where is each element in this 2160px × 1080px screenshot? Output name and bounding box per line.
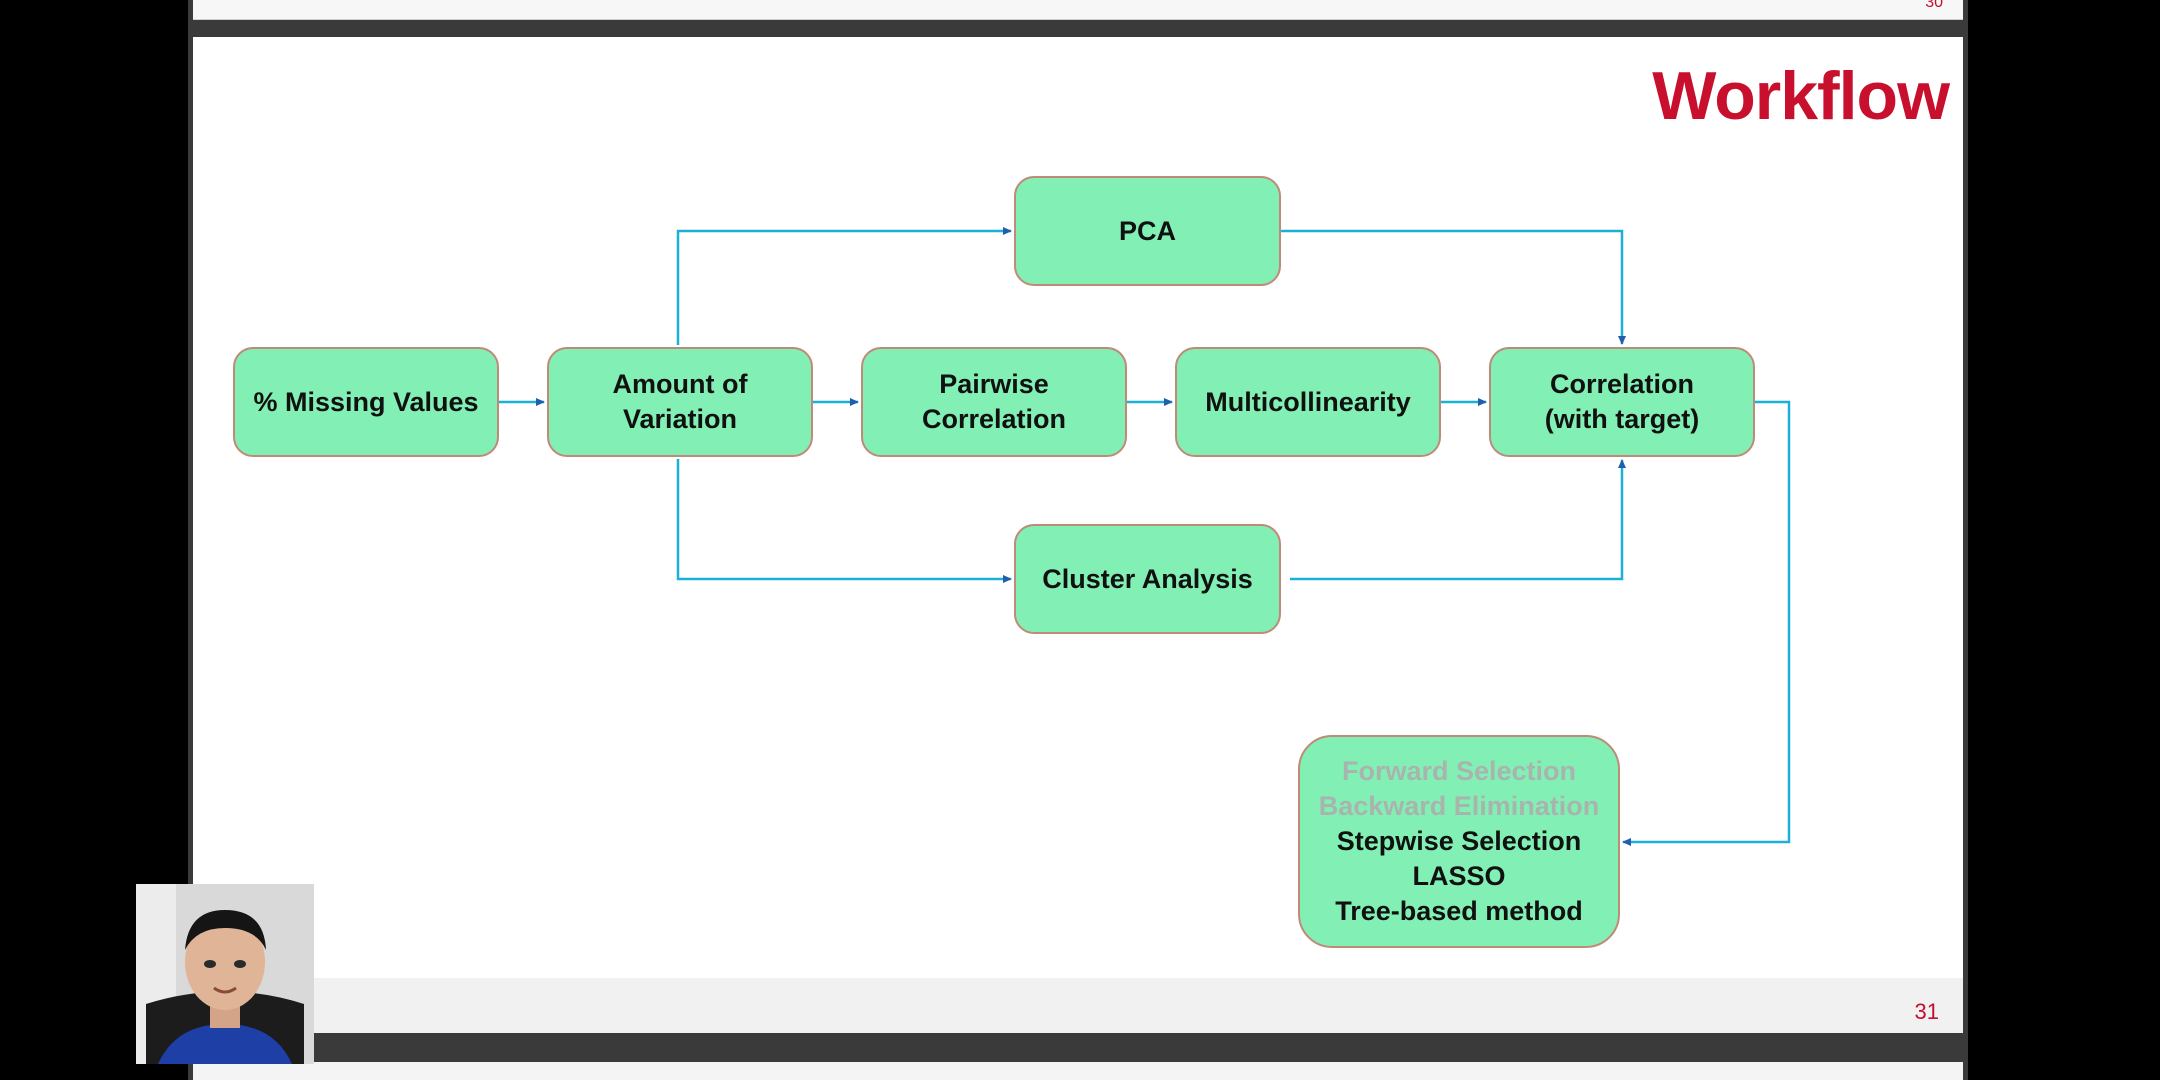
node-pairwise-correlation: Pairwise Correlation: [861, 347, 1127, 457]
previous-slide-number: 30: [1925, 0, 1943, 11]
node-cluster-analysis: Cluster Analysis: [1014, 524, 1281, 634]
method-forward-selection: Forward Selection: [1341, 756, 1577, 786]
next-slide-thumbnail[interactable]: [193, 1062, 1963, 1080]
arrow-correlation-to-methods: [1622, 400, 1791, 846]
presenter-webcam: [136, 884, 314, 1064]
method-lasso: LASSO: [1412, 861, 1506, 891]
slide-page-number: 31: [1914, 999, 1939, 1024]
arrow-variation-to-cluster: [676, 459, 1012, 583]
presenter-video-image: [136, 884, 314, 1064]
node-pca: PCA: [1014, 176, 1281, 286]
slide-footer: 31: [193, 978, 1963, 1033]
node-missing-values: % Missing Values: [233, 347, 499, 457]
node-amount-of-variation: Amount of Variation: [547, 347, 813, 457]
current-slide: Workflow % Missing Values Amount of Vari…: [193, 37, 1963, 1033]
method-tree-based: Tree-based method: [1335, 896, 1583, 926]
flowchart-connectors: [499, 227, 1791, 846]
node-correlation-with-target: Correlation (with target): [1489, 347, 1755, 457]
slide-title: Workflow: [1652, 58, 1950, 134]
method-stepwise-selection: Stepwise Selection: [1336, 826, 1582, 856]
arrow-cluster-to-correlation: [1290, 459, 1626, 581]
arrow-variation-to-pca: [676, 227, 1012, 345]
arrow-pca-to-correlation: [1281, 229, 1626, 345]
method-backward-elimination: Backward Elimination: [1318, 791, 1600, 821]
node-multicollinearity: Multicollinearity: [1175, 347, 1441, 457]
node-selection-methods: Forward Selection Backward Elimination S…: [1298, 735, 1620, 948]
previous-slide-thumbnail[interactable]: 30: [193, 0, 1963, 20]
